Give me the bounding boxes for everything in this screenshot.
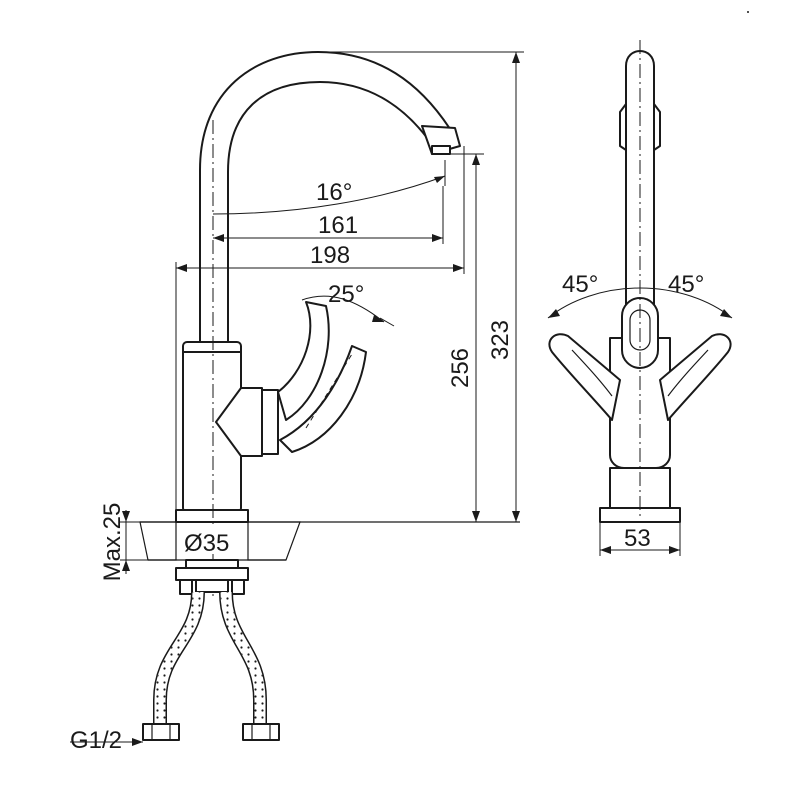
flexible-hoses (142, 591, 280, 741)
speck-mark (747, 11, 749, 13)
dimension-spout-angle: 16° (212, 160, 446, 215)
front-spout (619, 50, 661, 311)
label-handle-angle-left: 45° (562, 271, 598, 298)
label-handle-angle-right: 45° (668, 271, 704, 298)
dimension-counter-thickness: Max.25 (99, 503, 148, 582)
label-thread-size: G1/2 (70, 727, 122, 754)
front-handle-right (659, 333, 732, 421)
dimension-reach-inner: 161 (213, 186, 444, 244)
label-reach-inner: 161 (318, 212, 358, 239)
dimension-total-height: 323 (318, 51, 524, 522)
dimension-spout-height: 256 (447, 153, 484, 522)
label-lever-angle: 25° (328, 281, 364, 308)
lever-housing (215, 387, 279, 457)
faucet-body (175, 341, 249, 523)
label-base-width: 53 (624, 525, 651, 552)
front-view: 45° 45° 53 (547, 40, 733, 556)
dimension-reach-outer: 198 (175, 146, 465, 510)
lever-handle (277, 301, 330, 421)
dimension-handle-angle-right: 45° (639, 271, 733, 319)
dimension-thread-size: G1/2 (70, 727, 143, 754)
dimension-handle-angle-left: 45° (547, 271, 641, 319)
lever-handle-rotated (279, 345, 367, 453)
dimension-hole-diameter: Ø35 (182, 528, 242, 557)
front-handle-left (548, 333, 621, 421)
dimension-lever-angle: 25° (301, 281, 395, 327)
label-hole-diameter: Ø35 (184, 530, 229, 557)
mounting-hardware (175, 559, 249, 595)
dimension-base-width: 53 (599, 522, 681, 556)
label-counter-thickness: Max.25 (99, 503, 126, 582)
label-spout-angle: 16° (316, 179, 352, 206)
label-spout-height: 256 (447, 348, 474, 388)
label-reach-outer: 198 (310, 242, 350, 269)
faucet-spout (199, 51, 461, 347)
side-view: 16° 161 198 25° (70, 51, 524, 754)
label-total-height: 323 (487, 320, 514, 360)
